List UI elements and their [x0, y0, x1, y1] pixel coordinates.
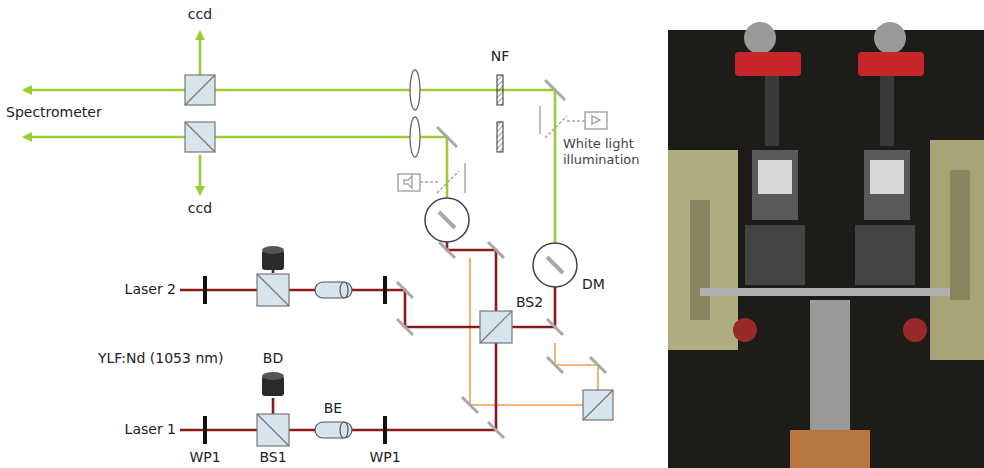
laser-label: Laser 2	[125, 281, 176, 298]
beam-dump	[262, 246, 284, 396]
source-label: White light illumination	[563, 136, 653, 167]
component-label: WP1	[189, 449, 220, 466]
filter-label: NF	[491, 48, 510, 65]
component-label: BE	[324, 400, 342, 417]
component-label: BD	[263, 350, 283, 367]
dichroic-mirror	[425, 198, 577, 287]
lens	[410, 70, 420, 157]
alignment-beam	[470, 258, 598, 405]
laser-beam	[180, 242, 555, 430]
beam-splitter	[185, 75, 613, 446]
mirror	[397, 80, 606, 438]
device-label: ccd	[188, 6, 212, 23]
beam-expander	[315, 282, 352, 438]
raman-beam	[24, 32, 555, 243]
device-label: ccd	[188, 200, 212, 217]
component-label: WP1	[369, 449, 400, 466]
component-label: BS1	[259, 449, 286, 466]
device-label: Spectrometer	[6, 104, 102, 121]
laser-type-label: YLF:Nd (1053 nm)	[98, 350, 223, 367]
setup-photo	[668, 22, 984, 468]
notch-filter	[497, 75, 503, 152]
component-label: BS2	[516, 294, 543, 311]
laser-label: Laser 1	[125, 421, 176, 438]
component-label: DM	[582, 276, 605, 293]
wave-plate	[203, 276, 387, 444]
